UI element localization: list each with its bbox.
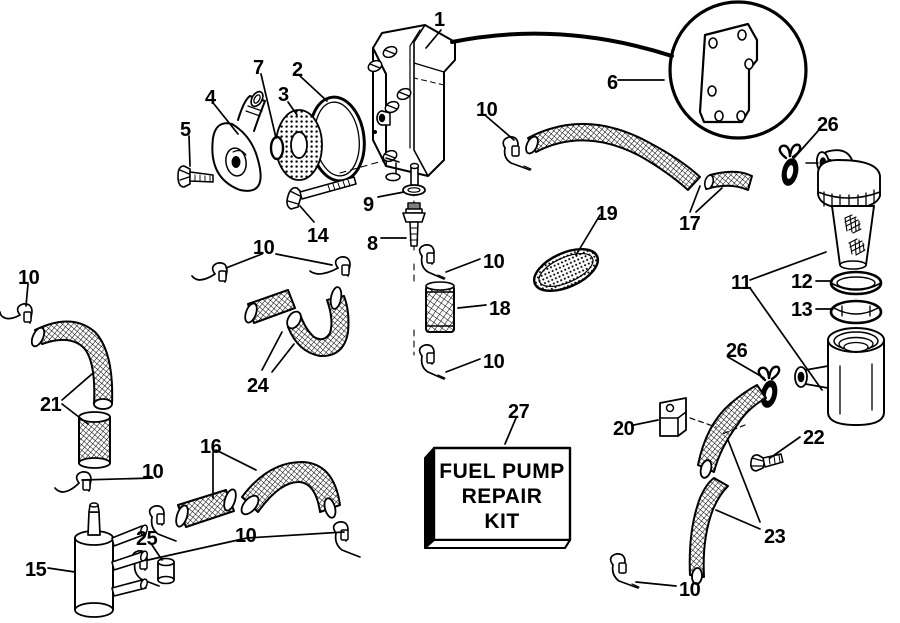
- callout-number: 10: [142, 461, 164, 483]
- part-12-o-ring: [829, 270, 883, 296]
- part-19-screen-disc: [532, 248, 600, 292]
- part-10-clamp-h: [609, 553, 640, 589]
- part-14-screw-long: [286, 176, 357, 210]
- part-26-clip-b: [757, 365, 781, 408]
- callout-number: 22: [803, 427, 825, 449]
- callout-number: 20: [613, 418, 635, 440]
- part-25-bushing: [157, 557, 175, 585]
- part-13-o-ring: [829, 299, 883, 325]
- callout-number: 12: [791, 271, 813, 293]
- callout-number: 1: [434, 9, 445, 31]
- part-10-clamp-e: [418, 344, 446, 380]
- callout-number: 23: [764, 526, 786, 548]
- part-24-hoses: [244, 286, 350, 358]
- part-11-filter-assembly: [805, 149, 881, 270]
- part-10-clamp-f: [54, 471, 92, 493]
- callout-number: 10: [679, 579, 701, 601]
- part-8-check-valve-stud: [402, 202, 426, 247]
- part-15-electric-fuel-pump: [74, 502, 149, 618]
- part-11-filter-bowl: [794, 327, 885, 426]
- part-10-clamp-g3: [332, 521, 361, 558]
- repair-kit-label: FUEL PUMP REPAIR KIT: [439, 460, 565, 533]
- callout-number: 24: [247, 375, 269, 397]
- part-18-filter-element: [425, 281, 455, 333]
- part-9-washer: [402, 184, 426, 196]
- part-23-hoses: [688, 384, 767, 585]
- callout-number: 19: [596, 203, 618, 225]
- callout-number: 7: [253, 57, 264, 79]
- callout-number: 17: [679, 213, 701, 235]
- part-7-o-ring-small: [269, 135, 285, 161]
- part-10-clamp-c1: [191, 262, 228, 283]
- callout-number: 4: [205, 87, 216, 109]
- callout-number: 10: [235, 525, 257, 547]
- part-10-clamp-b: [0, 303, 33, 324]
- callout-number: 3: [278, 84, 289, 106]
- part-1-fuel-pump-body: [367, 24, 456, 189]
- part-3-diaphragm-screen: [275, 109, 323, 181]
- callout-number: 16: [200, 436, 222, 458]
- callout-number: 10: [253, 237, 275, 259]
- callout-number: 6: [607, 72, 618, 94]
- callout-number: 9: [363, 194, 374, 216]
- part-20-bracket: [659, 397, 687, 437]
- part-27-repair-kit-box: [424, 446, 572, 549]
- callout-number: 11: [731, 272, 752, 294]
- part-26-clip-a: [778, 143, 802, 186]
- part-6-gasket-inset: [450, 0, 808, 140]
- callout-number: 10: [483, 251, 505, 273]
- part-22-screw: [750, 453, 784, 472]
- part-16-hoses: [175, 461, 341, 528]
- part-10-clamp-d: [418, 244, 446, 280]
- callout-leaders: [25, 29, 834, 587]
- part-21-hoses: [30, 320, 114, 469]
- callout-number: 10: [476, 99, 498, 121]
- callout-number: 5: [180, 119, 191, 141]
- callout-number: 13: [791, 299, 813, 321]
- callout-number: 26: [817, 114, 839, 136]
- callout-number: 10: [483, 351, 505, 373]
- callout-number: 15: [25, 559, 47, 581]
- callout-number: 14: [307, 225, 329, 247]
- part-10-clamp-c2: [309, 256, 351, 277]
- callout-number: 8: [367, 233, 378, 255]
- callout-number: 26: [726, 340, 748, 362]
- callout-number: 21: [40, 394, 62, 416]
- part-4-pump-cover: [211, 90, 266, 192]
- callout-number: 27: [508, 401, 530, 423]
- part-10-clamp-g1: [148, 505, 177, 542]
- part-17-hoses: [525, 123, 753, 191]
- callout-number: 2: [292, 59, 303, 81]
- part-5-screw-short: [177, 165, 214, 188]
- callout-number: 25: [136, 528, 158, 550]
- callout-number: 18: [489, 298, 511, 320]
- part-10-clamp-a: [502, 136, 532, 171]
- callout-number: 10: [18, 267, 40, 289]
